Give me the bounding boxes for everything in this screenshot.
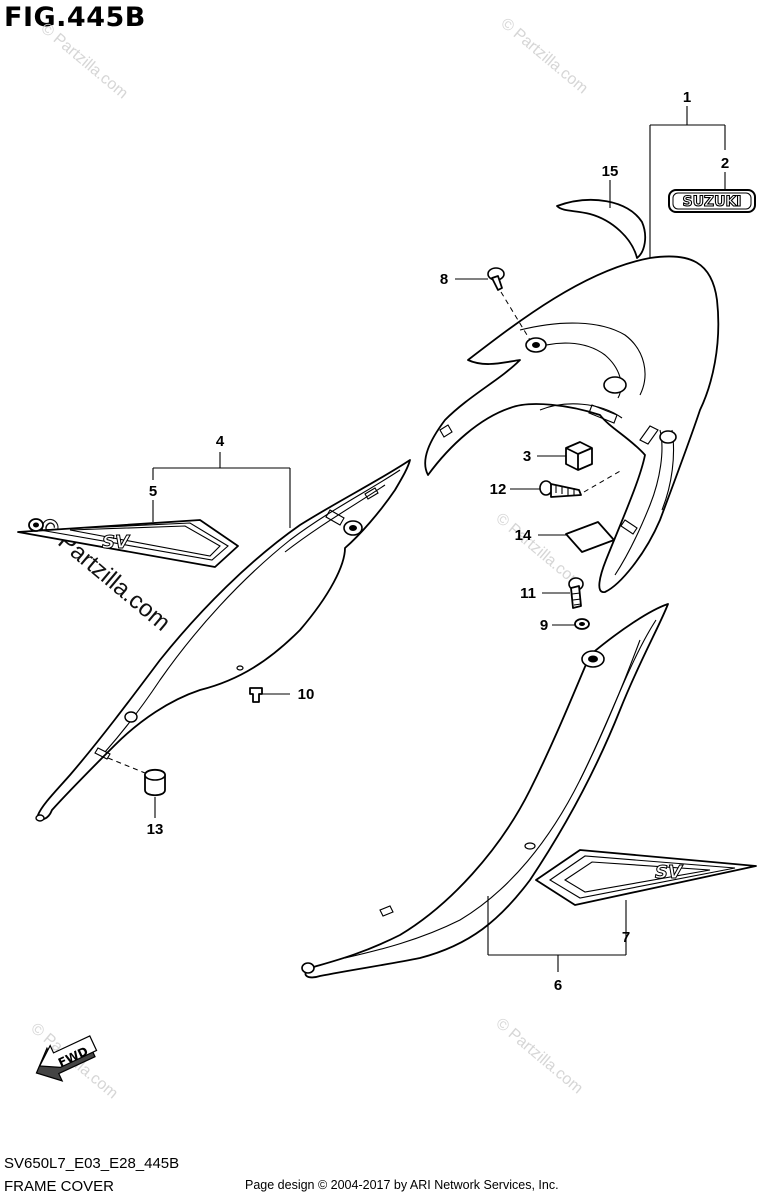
- leader-8-dashed: [500, 291, 531, 341]
- watermark: © Partzilla.com: [492, 1015, 586, 1097]
- part-9-washer[interactable]: [574, 618, 590, 630]
- callout-4[interactable]: 4: [216, 433, 225, 450]
- part-15-seat-pad[interactable]: [556, 199, 647, 259]
- part-4-left-frame-cover[interactable]: [35, 459, 411, 822]
- leader-13-dashed: [107, 757, 151, 776]
- part-11-bolt[interactable]: [568, 577, 584, 609]
- emblem-text: SUZUKI: [682, 194, 741, 210]
- page-credit: Page design © 2004-2017 by ARI Network S…: [245, 1178, 559, 1192]
- leader-lines: [152, 106, 726, 972]
- part-2-suzuki-emblem[interactable]: SUZUKI: [668, 189, 756, 213]
- part-10-clip[interactable]: [249, 687, 263, 703]
- callout-2[interactable]: 2: [721, 155, 729, 172]
- part-12-screw[interactable]: [539, 480, 582, 498]
- part-5-left-decal[interactable]: SV: [17, 518, 239, 568]
- part-8-screw[interactable]: [487, 267, 505, 291]
- callout-3[interactable]: 3: [523, 448, 531, 465]
- figure-title: FIG.445B: [4, 2, 146, 33]
- callout-11[interactable]: 11: [520, 585, 536, 602]
- callout-5[interactable]: 5: [149, 483, 157, 500]
- part-14-pad[interactable]: [565, 521, 615, 553]
- callout-7[interactable]: 7: [622, 929, 630, 946]
- diagram-code: SV650L7_E03_E28_445B: [4, 1155, 180, 1172]
- watermark: © Partzilla.com: [37, 20, 131, 102]
- callout-9[interactable]: 9: [540, 617, 548, 634]
- part-13-cushion[interactable]: [144, 768, 166, 797]
- part-3-clip-nut[interactable]: [565, 441, 593, 471]
- watermark: © Partzilla.com: [497, 15, 591, 97]
- leader-12-dashed: [583, 469, 623, 493]
- part-6-right-frame-cover[interactable]: [301, 603, 669, 979]
- part-1-rear-tail-cover[interactable]: [424, 255, 720, 593]
- callout-12[interactable]: 12: [490, 481, 507, 498]
- part-7-right-decal[interactable]: SV: [535, 849, 757, 906]
- callout-10[interactable]: 10: [298, 686, 315, 703]
- callout-15[interactable]: 15: [602, 163, 619, 180]
- callout-14[interactable]: 14: [515, 527, 532, 544]
- callout-8[interactable]: 8: [440, 271, 448, 288]
- section-name: FRAME COVER: [4, 1178, 115, 1195]
- callout-6[interactable]: 6: [554, 977, 562, 994]
- callout-numbers: 1 2 3 4 5 6 7 8 9 10 11 12 13 14 15: [147, 89, 730, 994]
- decal-7-mark: SV: [655, 862, 684, 883]
- callout-13[interactable]: 13: [147, 821, 164, 838]
- callout-1[interactable]: 1: [683, 89, 691, 106]
- decal-5-mark: SV: [102, 532, 131, 553]
